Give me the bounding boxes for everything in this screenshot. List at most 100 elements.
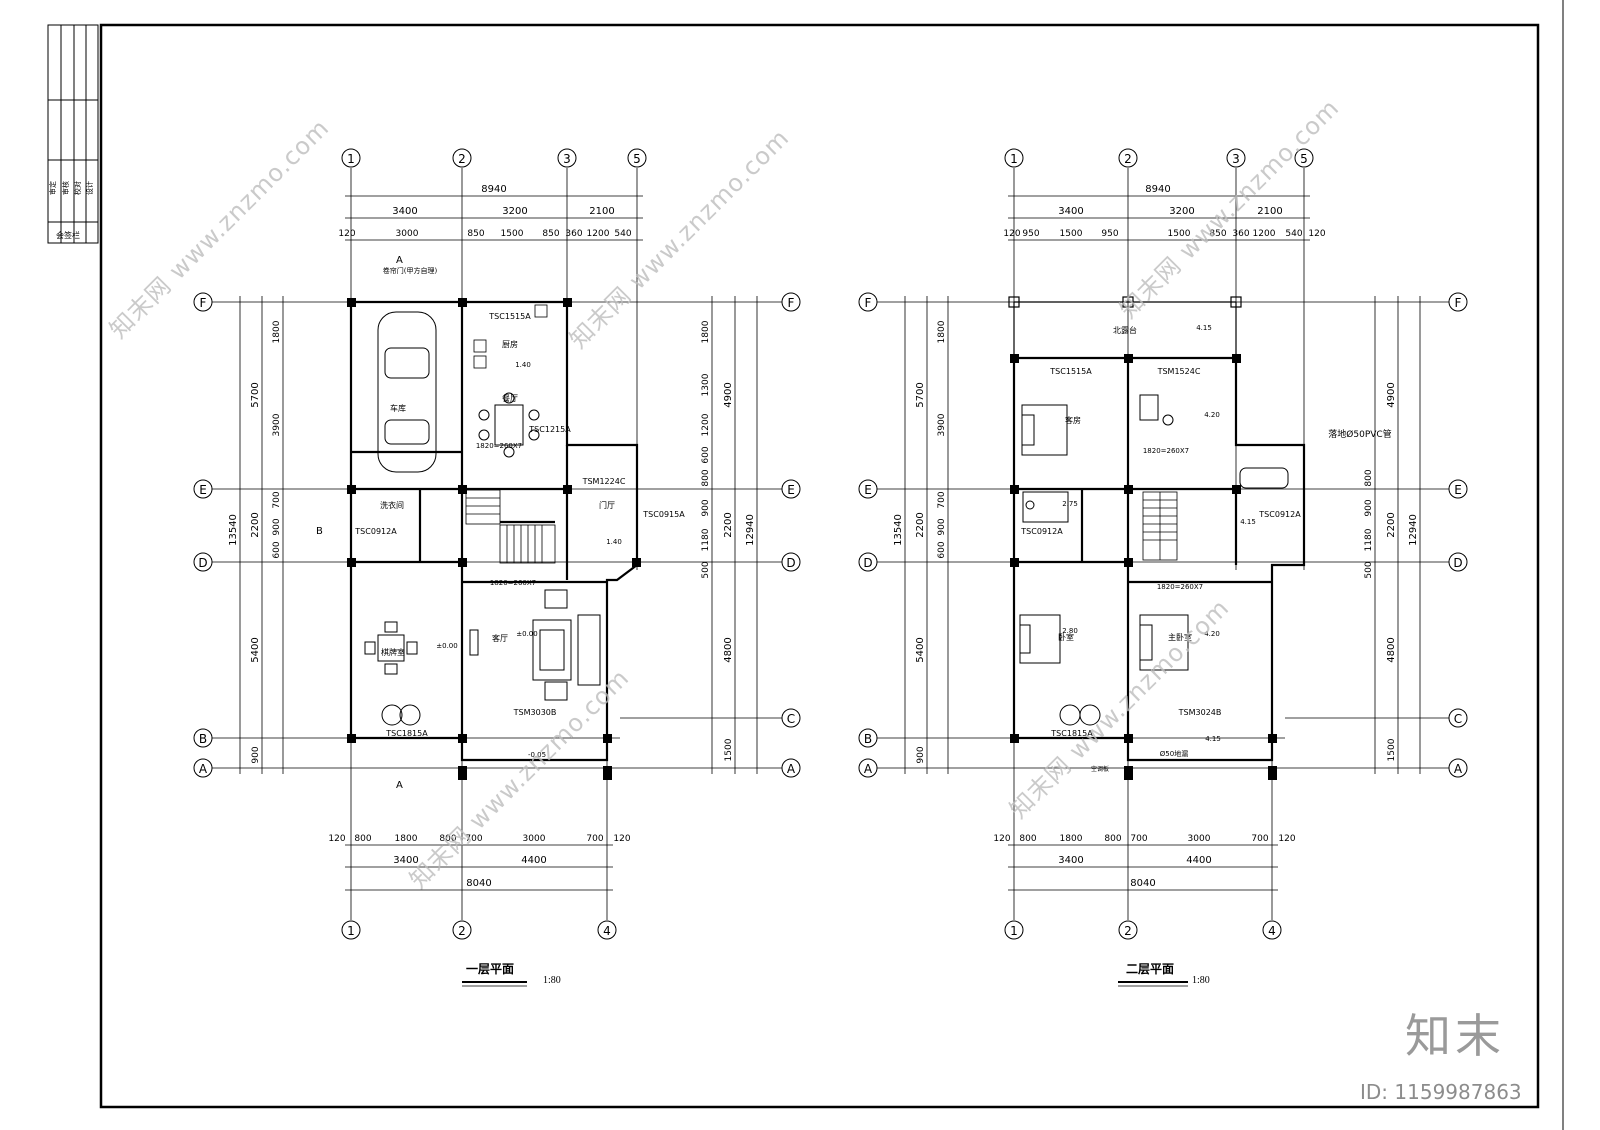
svg-text:2: 2 xyxy=(458,924,466,938)
svg-text:1: 1 xyxy=(347,924,355,938)
title-block-item: 会签栏 xyxy=(56,230,80,240)
window-tag: TSM1524C xyxy=(1157,367,1201,376)
svg-text:E: E xyxy=(864,483,872,497)
section-mark: B xyxy=(316,526,323,537)
dim-detail: 700 xyxy=(465,834,482,844)
dim-detail: 600 xyxy=(937,541,947,558)
dim-detail: 700 xyxy=(937,491,947,508)
dim-total-bottom: 8040 xyxy=(1130,878,1155,889)
room-label: 车库 xyxy=(390,403,406,413)
dim-detail: 850 xyxy=(467,229,484,239)
dining-table-icon xyxy=(478,392,540,458)
axis-bubble: D xyxy=(781,552,801,572)
axis-bubble: 3 xyxy=(1226,148,1246,168)
svg-text:D: D xyxy=(198,556,207,570)
dim-detail: 1200 xyxy=(1253,229,1276,239)
dim-right: 4800 xyxy=(723,637,734,662)
svg-text:4: 4 xyxy=(1268,924,1276,938)
dim-detail: 1200 xyxy=(587,229,610,239)
dim-detail: 120 xyxy=(613,834,630,844)
window-tag: TSC0912A xyxy=(1258,510,1301,519)
dim-right: 1500 xyxy=(1387,738,1397,761)
svg-text:C: C xyxy=(787,712,795,726)
dim-left: 5400 xyxy=(915,637,926,662)
structural-columns xyxy=(1008,296,1242,308)
dim-detail: 600 xyxy=(701,446,711,463)
dim-detail: 120 xyxy=(338,229,355,239)
room-label: 客房 xyxy=(1065,415,1081,425)
note: Ø50地漏 xyxy=(1160,749,1188,758)
svg-text:D: D xyxy=(786,556,795,570)
svg-text:1: 1 xyxy=(1010,152,1018,166)
section-mark: A xyxy=(396,780,403,791)
axis-bubble: B xyxy=(193,728,213,748)
note: 4.15 xyxy=(1196,324,1212,332)
dim-detail: 700 xyxy=(1251,834,1268,844)
axis-bubble: F xyxy=(781,292,801,312)
dim-bottom: 4400 xyxy=(1186,855,1211,866)
dim-left: 2200 xyxy=(250,512,261,537)
room-label: 主卧室 xyxy=(1168,632,1192,642)
dim-detail: 120 xyxy=(1308,229,1325,239)
card-table-icon xyxy=(364,621,421,726)
axis-bubble: 4 xyxy=(597,920,617,940)
axis-bubble: 1 xyxy=(1004,148,1024,168)
title-block-item: 设计 xyxy=(85,181,94,195)
axis-bubble: 5 xyxy=(1294,148,1314,168)
dim-left: 5700 xyxy=(250,382,261,407)
dim-left: 900 xyxy=(916,746,926,763)
dim-right: 2200 xyxy=(1386,512,1397,537)
svg-text:E: E xyxy=(199,483,207,497)
svg-text:B: B xyxy=(199,732,207,746)
dim-detail: 540 xyxy=(614,229,631,239)
plan-title: 二层平面 xyxy=(1126,962,1174,976)
room-label: 餐厅 xyxy=(502,394,518,403)
axis-bubble: 1 xyxy=(341,920,361,940)
window-tag: TSC1515A xyxy=(1049,367,1092,376)
dim-detail: 500 xyxy=(701,561,711,578)
svg-text:5: 5 xyxy=(633,152,641,166)
dim-detail: 600 xyxy=(272,541,282,558)
axis-bubble: 2 xyxy=(452,148,472,168)
svg-text:4: 4 xyxy=(603,924,611,938)
brand-logo: 知末 xyxy=(1405,1009,1505,1063)
svg-text:2: 2 xyxy=(1124,152,1132,166)
dim-detail: 800 xyxy=(439,834,456,844)
dim-detail: 1800 xyxy=(1060,834,1083,844)
dim-detail: 1800 xyxy=(395,834,418,844)
note: 1.40 xyxy=(606,538,622,546)
dim-detail: 120 xyxy=(328,834,345,844)
dimension-chain xyxy=(239,195,758,891)
title-block-item: 审核 xyxy=(61,181,70,195)
axis-bubble: C xyxy=(781,708,801,728)
room-label: 卧室 xyxy=(1058,632,1074,642)
dim-left: 900 xyxy=(251,746,261,763)
dim-detail: 1800 xyxy=(701,320,711,343)
dim-detail: 700 xyxy=(586,834,603,844)
note: 4.20 xyxy=(1204,630,1220,638)
dim-left: 2200 xyxy=(915,512,926,537)
note: 4.15 xyxy=(1205,735,1221,743)
dim-detail: 3000 xyxy=(1188,834,1211,844)
stair-icon xyxy=(1142,491,1178,561)
first-floor-plan: 1 2 3 5 1 2 4 F E D B A F E D C A xyxy=(193,148,801,987)
window-tag: TSC0912A xyxy=(1020,527,1063,536)
dim-detail: 1200 xyxy=(701,413,711,436)
window-tag: TSM3030B xyxy=(513,708,557,717)
plan-scale: 1:80 xyxy=(1192,975,1210,986)
note: 4.15 xyxy=(1240,518,1256,526)
dim-detail: 3900 xyxy=(272,413,282,436)
axis-bubble: 2 xyxy=(1118,920,1138,940)
window-tag: TSC1215A xyxy=(528,425,571,434)
room-label: 棋牌室 xyxy=(381,647,405,657)
note: 1820=260X7 xyxy=(1157,583,1203,591)
structural-columns xyxy=(1010,354,1277,780)
note: 卷帘门(甲方自理) xyxy=(383,266,438,275)
axis-bubble: 4 xyxy=(1262,920,1282,940)
dim-detail: 120 xyxy=(1003,229,1020,239)
note: -0.05 xyxy=(528,751,546,759)
window-tag: TSC0915A xyxy=(642,510,685,519)
svg-text:A: A xyxy=(787,762,796,776)
dim-top: 3200 xyxy=(502,206,527,217)
window-tag: TSC1515A xyxy=(488,312,531,321)
